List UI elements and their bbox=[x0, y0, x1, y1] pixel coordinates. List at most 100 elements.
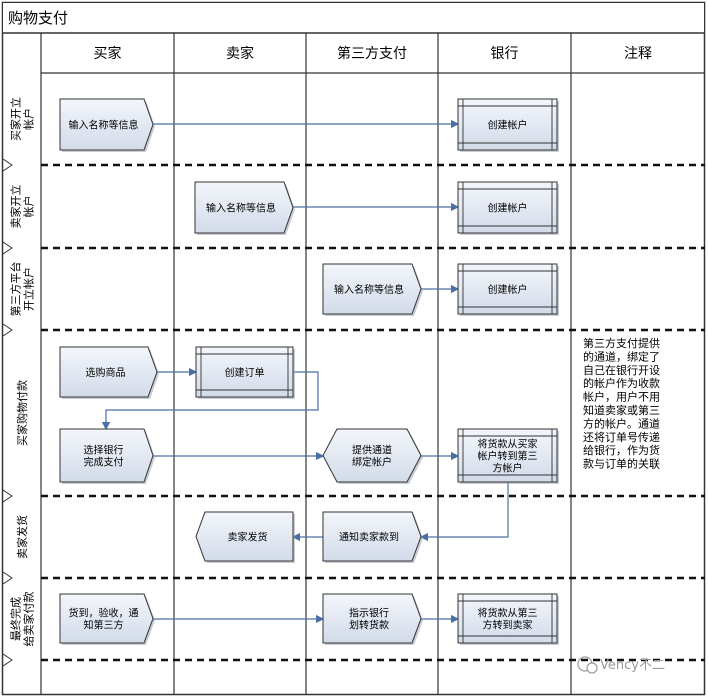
phase-label: 第三方平台开立帐户 bbox=[9, 262, 36, 317]
lane-header: 注释 bbox=[624, 46, 652, 62]
node-label: 方转到卖家 bbox=[483, 619, 533, 632]
node-label: 卖家发货 bbox=[228, 531, 268, 544]
node-label: 输入名称等信息 bbox=[69, 119, 139, 132]
phase-label: 卖家开立帐户 bbox=[9, 185, 36, 229]
node-shape bbox=[457, 263, 558, 315]
phase-label-line: 帐户 bbox=[22, 196, 36, 218]
phase-label-line: 买家购物付款 bbox=[15, 380, 29, 446]
note-line: 自己在银行开设 bbox=[583, 363, 660, 377]
node-label: 指示银行 bbox=[349, 607, 389, 620]
note-line: 的通道，绑定了 bbox=[583, 349, 660, 363]
node-shape bbox=[59, 593, 154, 644]
node-label: 绑定帐户 bbox=[352, 456, 392, 469]
node-shape bbox=[59, 428, 154, 483]
phase-label-line: 给卖家付款 bbox=[22, 592, 36, 647]
phase-separator-notch bbox=[2, 653, 13, 667]
lane-header: 买家 bbox=[94, 45, 122, 62]
node-label: 输入名称等信息 bbox=[206, 202, 276, 215]
phase-separator-notch bbox=[2, 241, 13, 255]
node-shape bbox=[322, 511, 422, 562]
lane-header: 卖家 bbox=[226, 45, 254, 62]
note-line: 帐户，用户不用 bbox=[583, 390, 660, 404]
note-line: 方的帐户。通道 bbox=[583, 416, 660, 430]
annotation-note: 第三方支付提供的通道，绑定了自己在银行开设的帐户作为收款帐户，用户不用知道卖家或… bbox=[583, 336, 660, 471]
note-line: 知道卖家或第三 bbox=[583, 403, 660, 417]
node-shape bbox=[457, 98, 558, 151]
note-line: 第三方支付提供 bbox=[583, 336, 660, 350]
flow-node: 创建帐户 bbox=[457, 181, 559, 235]
note-line: 给银行，作为货 bbox=[583, 443, 660, 457]
node-shape bbox=[195, 346, 294, 398]
node-label: 货到，验收，通 bbox=[69, 607, 139, 620]
node-shape bbox=[457, 428, 558, 483]
phase-label-line: 第三方平台 bbox=[9, 262, 23, 317]
node-shape bbox=[322, 263, 422, 315]
flow-node: 创建帐户 bbox=[457, 263, 559, 316]
node-label: 创建帐户 bbox=[488, 202, 528, 215]
flow-node: 选购商品 bbox=[59, 346, 159, 399]
node-label: 将货款从买家 bbox=[478, 438, 538, 451]
node-shape bbox=[457, 593, 558, 644]
flow-node: 卖家发货 bbox=[195, 511, 295, 563]
node-shape bbox=[59, 98, 154, 151]
node-label: 方帐户 bbox=[493, 462, 523, 475]
flow-node: 输入名称等信息 bbox=[194, 181, 295, 235]
flow-node: 创建订单 bbox=[195, 346, 295, 399]
note-line: 款与订单的关联 bbox=[583, 457, 660, 471]
flow-node: 输入名称等信息 bbox=[322, 263, 423, 316]
flow-arrow bbox=[101, 371, 319, 431]
node-label: 将货款从第三 bbox=[478, 607, 538, 620]
phase-label-line: 最终完成 bbox=[9, 597, 23, 641]
flow-node: 输入名称等信息 bbox=[59, 98, 155, 152]
phase-separator-notch bbox=[2, 158, 13, 172]
lane-header: 银行 bbox=[491, 46, 519, 62]
node-shape bbox=[195, 511, 294, 562]
diagram-title: 购物支付 bbox=[8, 9, 68, 27]
phase-separator-notch bbox=[2, 489, 13, 503]
node-label: 输入名称等信息 bbox=[334, 283, 404, 296]
flow-arrow bbox=[419, 482, 509, 542]
node-label: 通知卖家款到 bbox=[339, 531, 399, 544]
watermark-label: Vency不二 bbox=[600, 658, 665, 673]
phase-label: 卖家发货 bbox=[15, 515, 29, 559]
node-shape bbox=[322, 428, 422, 483]
phase-label: 买家开立帐户 bbox=[9, 97, 36, 141]
phase-label-line: 卖家开立 bbox=[9, 185, 23, 229]
title-bar bbox=[3, 3, 704, 33]
node-label: 帐户转到第三 bbox=[478, 450, 538, 463]
node-label: 完成支付 bbox=[84, 456, 124, 469]
node-label: 创建帐户 bbox=[488, 283, 528, 296]
node-shape bbox=[322, 593, 422, 644]
node-label: 知第三方 bbox=[84, 619, 124, 632]
watermark: Vency不二 bbox=[577, 656, 665, 674]
node-label: 创建订单 bbox=[225, 366, 265, 379]
note-line: 的帐户作为收款 bbox=[583, 376, 660, 390]
wechat-icon-inner bbox=[586, 662, 598, 674]
flow-node: 通知卖家款到 bbox=[322, 511, 423, 563]
node-label: 提供通道 bbox=[352, 444, 392, 457]
phase-label-line: 帐户 bbox=[22, 108, 36, 130]
phase-separator-notch bbox=[2, 323, 13, 337]
node-shape bbox=[457, 181, 558, 234]
node-shape bbox=[59, 346, 158, 398]
node-shape bbox=[194, 181, 294, 234]
phase-label-line: 开立帐户 bbox=[22, 267, 36, 311]
phase-label-line: 卖家发货 bbox=[15, 515, 29, 559]
phase-label: 最终完成给卖家付款 bbox=[9, 592, 36, 647]
phase-label: 买家购物付款 bbox=[15, 380, 29, 446]
node-label: 划转货款 bbox=[349, 619, 389, 632]
note-line: 还将订单号传递 bbox=[583, 430, 660, 444]
node-label: 创建帐户 bbox=[488, 119, 528, 132]
lane-header: 第三方支付 bbox=[337, 45, 407, 62]
phase-separator-notch bbox=[2, 571, 13, 585]
flow-node: 创建帐户 bbox=[457, 98, 559, 152]
phase-label-line: 买家开立 bbox=[9, 97, 23, 141]
node-label: 选择银行 bbox=[84, 444, 124, 457]
